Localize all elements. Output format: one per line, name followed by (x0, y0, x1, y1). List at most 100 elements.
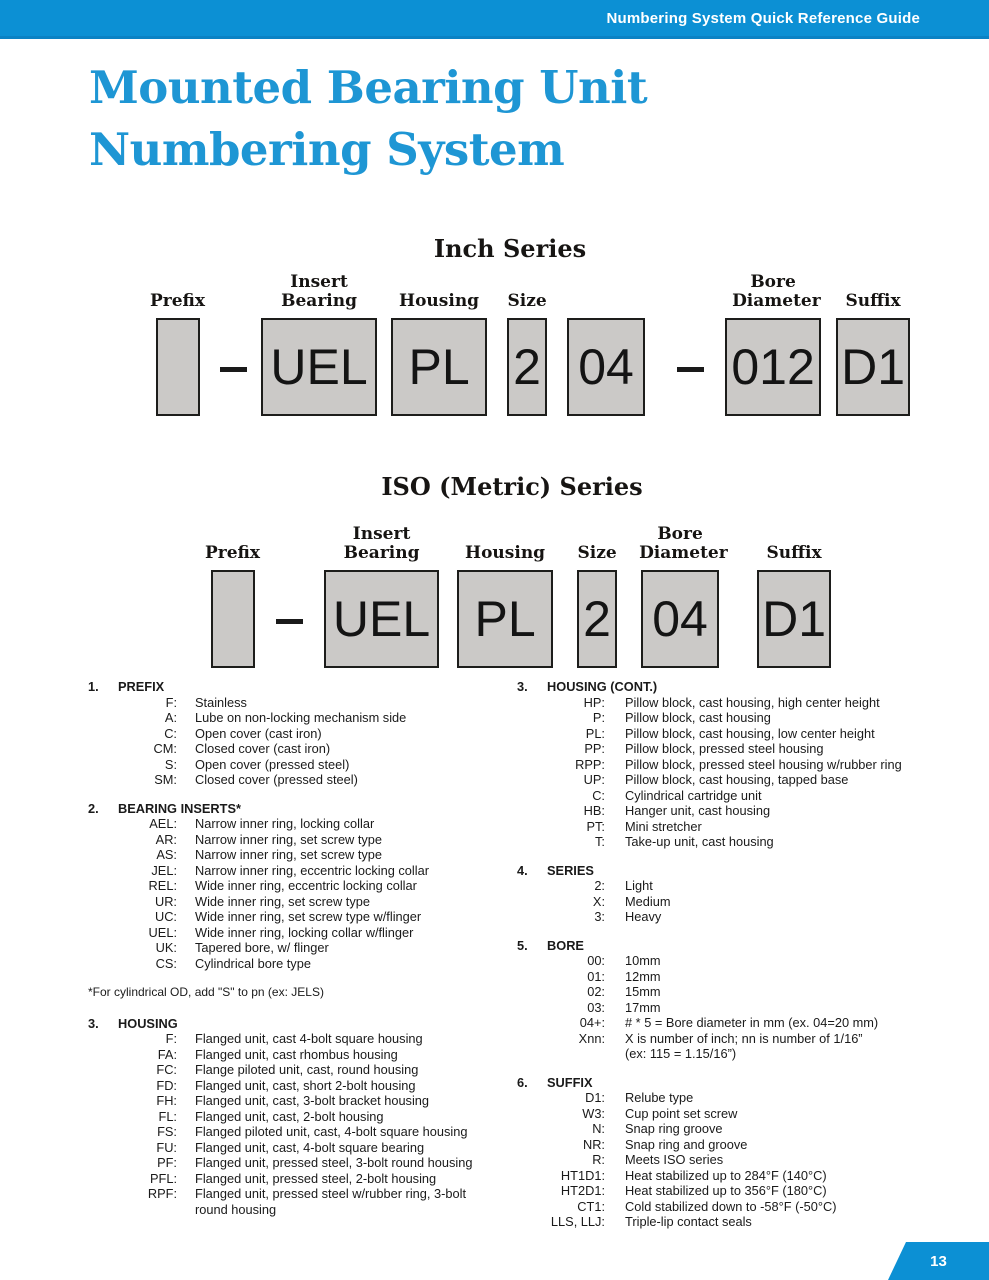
definition-code: FA: (157, 1046, 177, 1062)
definition-description: Flanged unit, pressed steel, 3-bolt roun… (195, 1155, 473, 1170)
section-bearing-inserts-list: AEL: Narrow inner ring, locking collar A… (88, 816, 510, 971)
definition-code: UC: (154, 909, 177, 924)
definition-code: A: (164, 710, 177, 725)
iso-slot-prefix-label: Prefix (205, 543, 261, 563)
definition-row: RPP: Pillow block, pressed steel housing… (517, 757, 989, 773)
definition-row: FA: Flanged unit, cast rhombus housing (88, 1047, 510, 1063)
definition-code: NR: (582, 1136, 605, 1152)
iso-slot-insert-bearing: Insert Bearing UEL (324, 525, 440, 668)
iso-slot-housing-box: PL (457, 570, 554, 668)
definition-row: AS: Narrow inner ring, set screw type (88, 847, 510, 863)
definition-row: PFL: Flanged unit, pressed steel, 2-bolt… (88, 1171, 510, 1187)
section-bore: 5. BORE 00: 10mm 01: 12mm 02: (517, 938, 989, 1062)
iso-slot-insert-bearing-box: UEL (324, 570, 440, 668)
iso-slot-bore-diameter-box: 04 (641, 570, 720, 668)
definition-row: FU: Flanged unit, cast, 4-bolt square be… (88, 1140, 510, 1156)
definition-code: C: (592, 787, 605, 803)
definition-description: Flanged unit, cast rhombus housing (195, 1046, 398, 1062)
definition-description: Wide inner ring, eccentric locking colla… (195, 878, 417, 893)
definition-code: UR: (154, 893, 177, 909)
inch-slot-insert-bearing-box: UEL (261, 318, 378, 416)
definition-row: FS: Flanged piloted unit, cast, 4-bolt s… (88, 1124, 510, 1140)
definition-description: Flanged unit, cast, short 2-bolt housing (195, 1077, 416, 1093)
definition-description: 10mm (625, 953, 661, 968)
definition-description: Take-up unit, cast housing (625, 834, 774, 849)
definition-row: LLS, LLJ: Triple-lip contact seals (517, 1214, 989, 1230)
definition-row: T: Take-up unit, cast housing (517, 834, 989, 850)
definition-row: SM: Closed cover (pressed steel) (88, 772, 510, 788)
definition-description: Narrow inner ring, locking collar (195, 816, 375, 831)
inch-slot-prefix-box (155, 318, 200, 416)
definition-description: Relube type (625, 1090, 694, 1105)
definition-description: Flanged unit, cast, 4-bolt square bearin… (195, 1139, 425, 1155)
definition-code: PF: (157, 1155, 177, 1170)
iso-series-heading: ISO (Metric) Series (381, 472, 643, 501)
section-series: 4. SERIES 2: Light X: Medium (517, 863, 989, 925)
definition-description: Stainless (195, 694, 247, 710)
definition-code: S: (164, 756, 177, 772)
definition-row: RPF: Flanged unit, pressed steel w/rubbe… (88, 1186, 510, 1217)
definition-code: W3: (582, 1105, 605, 1121)
definition-code: 04+: (579, 1015, 605, 1030)
section-housing-header: 3. HOUSING (88, 1016, 510, 1032)
iso-slot-prefix: Prefix (205, 544, 260, 668)
definition-row: PF: Flanged unit, pressed steel, 3-bolt … (88, 1155, 510, 1171)
definition-description: Wide inner ring, locking collar w/flinge… (195, 924, 414, 940)
section-bore-header: 5. BORE (517, 938, 989, 954)
inch-series-heading: Inch Series (433, 234, 587, 263)
dash-separator (276, 619, 304, 624)
definition-code: LLS, LLJ: (550, 1214, 605, 1229)
inch-slot-insert-bearing-label: Insert Bearing (281, 272, 357, 311)
definition-code: FS: (157, 1124, 177, 1139)
definition-row: 3: Heavy (517, 909, 989, 925)
definition-row: AR: Narrow inner ring, set screw type (88, 832, 510, 848)
definition-row: CT1: Cold stabilized down to -58°F (-50°… (517, 1199, 989, 1215)
inch-slot-size-label: Size (507, 291, 547, 311)
definition-row: F: Flanged unit, cast 4-bolt square hous… (88, 1031, 510, 1047)
definition-code: PT: (586, 818, 606, 834)
page-title-line2: Numbering System (89, 123, 565, 176)
inch-slot-bore-diameter: Bore Diameter 012 (725, 273, 822, 416)
definition-code: N: (592, 1121, 605, 1136)
definition-description: Heat stabilized up to 356°F (180°C) (625, 1183, 827, 1198)
definition-code: 01: (587, 968, 605, 984)
definition-row: FH: Flanged unit, cast, 3-bolt bracket h… (88, 1093, 510, 1109)
definition-description: Snap ring and groove (625, 1136, 748, 1152)
definition-code: JEL: (151, 862, 177, 878)
header-bar: Numbering System Quick Reference Guide (0, 0, 989, 39)
section-title: BEARING INSERTS* (118, 800, 242, 816)
inch-slot-size: Size 2 (507, 291, 548, 416)
definition-description: Wide inner ring, set screw type (195, 893, 370, 909)
definition-row: HP: Pillow block, cast housing, high cen… (517, 695, 989, 711)
definition-row: S: Open cover (pressed steel) (88, 757, 510, 773)
section-housing-cont: 3. HOUSING (CONT.) HP: Pillow block, cas… (517, 679, 989, 850)
iso-slot-size-label: Size (577, 543, 617, 563)
definition-description: Tapered bore, w/ flinger (195, 940, 329, 955)
definition-description: Wide inner ring, set screw type w/flinge… (195, 909, 422, 924)
definition-row: F: Stainless (88, 695, 510, 711)
header-title: Numbering System Quick Reference Guide (606, 9, 920, 27)
inch-slot-housing-label: Housing (399, 291, 480, 311)
definition-description: Triple-lip contact seals (625, 1214, 752, 1229)
definitions-left-column: 1. PREFIX F: Stainless A: Lube on non-lo… (88, 679, 510, 1217)
definition-row: UP: Pillow block, cast housing, tapped b… (517, 772, 989, 788)
iso-slot-bore-diameter-label: Bore Diameter (639, 524, 728, 563)
definition-description: Heat stabilized up to 284°F (140°C) (625, 1167, 827, 1183)
definition-row: FD: Flanged unit, cast, short 2-bolt hou… (88, 1078, 510, 1094)
section-bearing-inserts: 2. BEARING INSERTS* AEL: Narrow inner ri… (88, 801, 510, 972)
definition-row: P: Pillow block, cast housing (517, 710, 989, 726)
definition-code: Xnn: (578, 1030, 605, 1046)
definition-row: CM: Closed cover (cast iron) (88, 741, 510, 757)
inch-slot-housing: Housing PL (391, 291, 488, 416)
definition-code: FH: (156, 1093, 177, 1108)
definition-row: UR: Wide inner ring, set screw type (88, 894, 510, 910)
definition-code: AR: (155, 831, 177, 847)
dash-separator (220, 367, 248, 372)
definition-description: 12mm (625, 968, 661, 984)
definition-description: Medium (625, 893, 671, 909)
definition-description: Closed cover (cast iron) (195, 741, 331, 756)
definition-code: D1: (585, 1090, 605, 1105)
definition-code: 2: (594, 878, 605, 893)
definition-code: FU: (156, 1139, 177, 1155)
